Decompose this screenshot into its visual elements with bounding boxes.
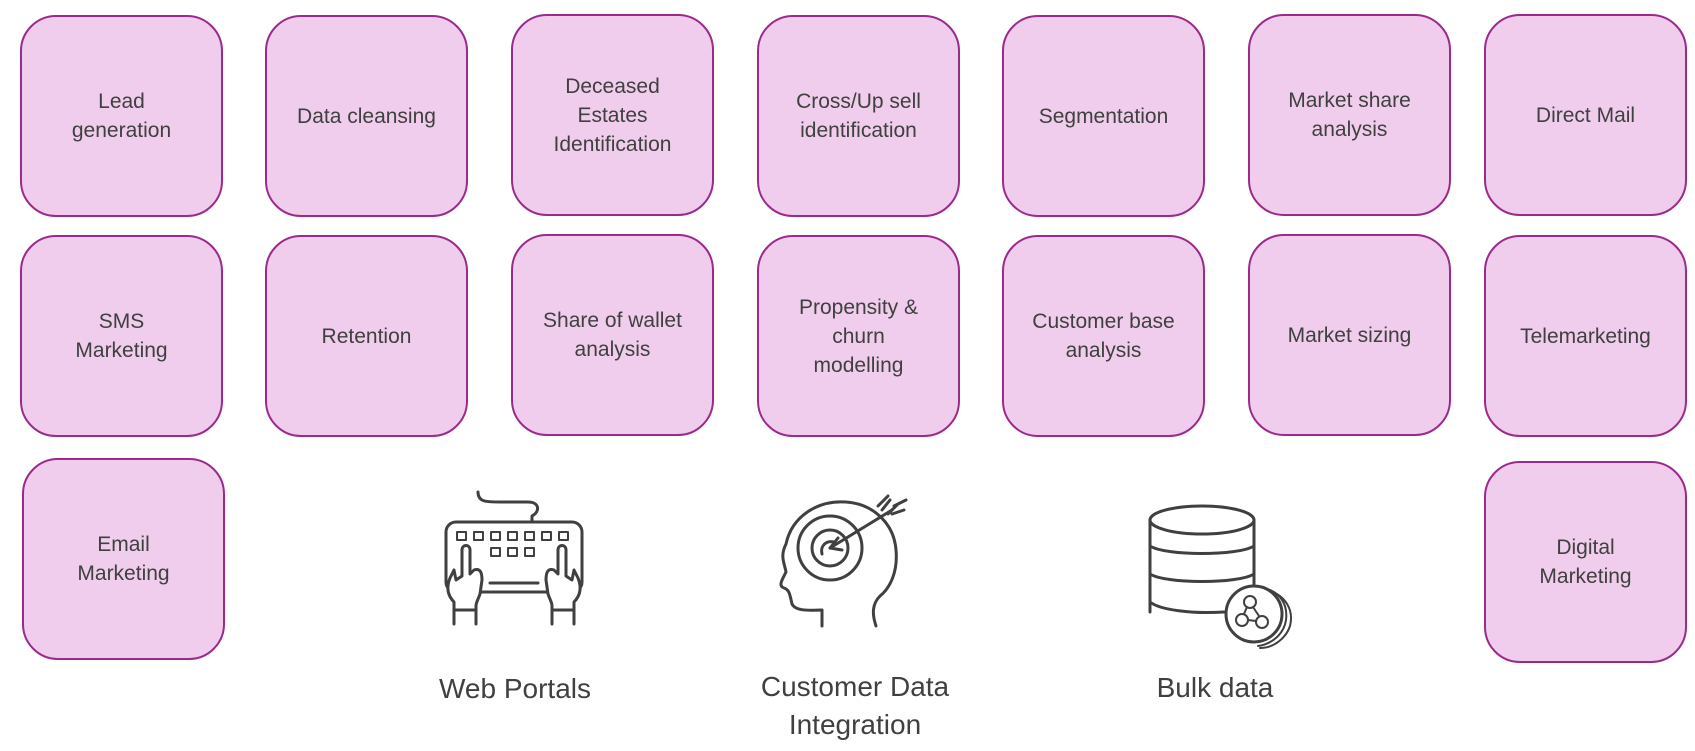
tile-market-sizing: Market sizing — [1248, 234, 1451, 436]
tile-label: Share of wallet analysis — [543, 309, 682, 361]
tile-label: Market sizing — [1287, 323, 1412, 347]
tile-label: SMS Marketing — [75, 310, 168, 362]
tile-label: Segmentation — [1038, 104, 1169, 128]
tile-direct-mail: Direct Mail — [1484, 14, 1687, 216]
tile-telemarketing: Telemarketing — [1484, 235, 1687, 437]
tile-customer-base-analysis: Customer base analysis — [1002, 235, 1205, 437]
tile-propensity-churn-modelling: Propensity & churn modelling — [757, 235, 960, 437]
caption-web-portals: Web Portals — [439, 673, 591, 704]
tile-digital-marketing: Digital Marketing — [1484, 461, 1687, 663]
tile-cross-up-sell-identification: Cross/Up sell identification — [757, 15, 960, 217]
tile-email-marketing: Email Marketing — [22, 458, 225, 660]
tile-label: Deceased Estates Identification — [553, 74, 672, 156]
tile-label: Direct Mail — [1535, 103, 1636, 127]
tile-label: Propensity & churn modelling — [798, 295, 919, 377]
tile-label: Data cleansing — [297, 104, 436, 128]
tile-segmentation: Segmentation — [1002, 15, 1205, 217]
tile-label: Lead generation — [71, 90, 172, 142]
head-target-icon — [768, 492, 918, 632]
tile-retention: Retention — [265, 235, 468, 437]
tile-deceased-estates-identification: Deceased Estates Identification — [511, 14, 714, 216]
tile-label: Customer base analysis — [1032, 310, 1175, 362]
keyboard-hands-icon — [440, 488, 590, 628]
tile-label: Market share analysis — [1288, 89, 1411, 141]
caption-bulk-data: Bulk data — [1156, 672, 1274, 703]
tile-label: Retention — [321, 324, 412, 348]
database-icon — [1146, 500, 1296, 650]
tile-sms-marketing: SMS Marketing — [20, 235, 223, 437]
tile-share-of-wallet-analysis: Share of wallet analysis — [511, 234, 714, 436]
caption-customer-data-integration: Customer Data Integration — [760, 671, 950, 740]
tile-label: Telemarketing — [1520, 324, 1651, 348]
tile-lead-generation: Lead generation — [20, 15, 223, 217]
tile-market-share-analysis: Market share analysis — [1248, 14, 1451, 216]
tile-label: Digital Marketing — [1539, 536, 1632, 588]
tile-data-cleansing: Data cleansing — [265, 15, 468, 217]
tile-label: Cross/Up sell identification — [796, 90, 921, 142]
tile-label: Email Marketing — [77, 533, 170, 585]
